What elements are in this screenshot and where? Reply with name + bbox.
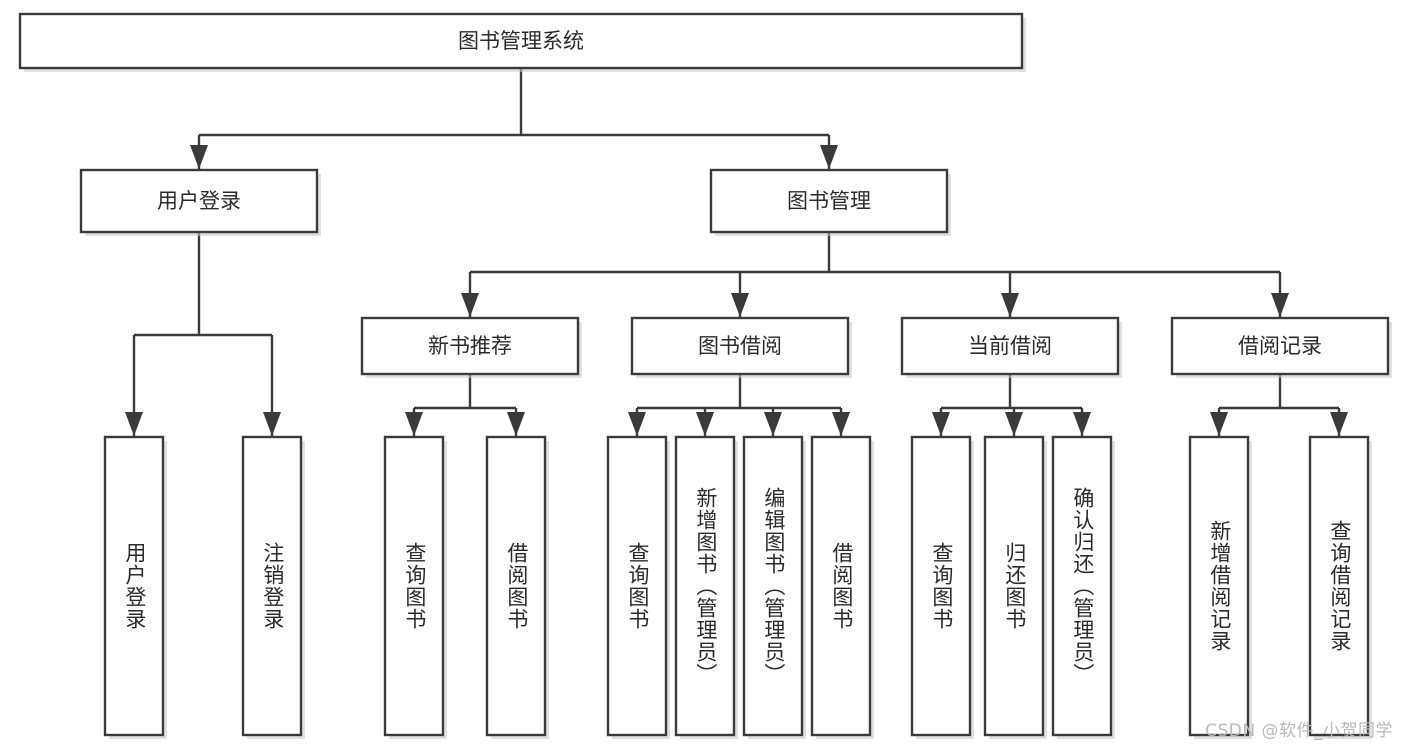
node-leaf-edit-book[interactable] bbox=[742, 435, 804, 737]
arrow-head-icon-borrow-record bbox=[1271, 293, 1289, 317]
node-leaf-user-login[interactable] bbox=[103, 435, 165, 737]
arrow-head-icon-leaf-user-login bbox=[125, 412, 143, 436]
node-label-borrow-record: 借阅记录 bbox=[1238, 334, 1322, 358]
arrow-head-icon-leaf-borrow-book bbox=[832, 412, 850, 436]
node-leaf-logout[interactable] bbox=[241, 435, 303, 737]
arrow-head-icon-leaf-query-record bbox=[1330, 412, 1348, 436]
arrow-head-icon-leaf-query-book-rec bbox=[405, 412, 423, 436]
arrow-head-icon-leaf-edit-book bbox=[764, 412, 782, 436]
node-new-book-recommend[interactable] bbox=[360, 316, 580, 376]
arrow-head-icon-book-manage bbox=[820, 145, 838, 169]
node-label-book-borrow: 图书借阅 bbox=[698, 334, 782, 358]
arrow-head-icon-leaf-return-book bbox=[1005, 412, 1023, 436]
arrow-head-icon-leaf-confirm-return bbox=[1073, 412, 1091, 436]
node-label-current-borrow: 当前借阅 bbox=[968, 334, 1052, 358]
node-leaf-confirm-return[interactable] bbox=[1051, 435, 1113, 737]
csdn-watermark: CSDN @软件_小贺同学 bbox=[1205, 721, 1393, 741]
arrow-head-icon-current-borrow bbox=[1001, 293, 1019, 317]
node-label-user-login: 用户登录 bbox=[157, 189, 241, 213]
node-leaf-borrow-book-rec[interactable] bbox=[485, 435, 547, 737]
node-label-new-book-recommend: 新书推荐 bbox=[428, 334, 512, 358]
node-leaf-query-book-rec[interactable] bbox=[383, 435, 445, 737]
node-user-login[interactable] bbox=[79, 168, 319, 234]
node-label-root: 图书管理系统 bbox=[458, 29, 584, 53]
node-current-borrow[interactable] bbox=[900, 316, 1120, 376]
node-book-manage[interactable] bbox=[709, 168, 949, 234]
node-leaf-add-book[interactable] bbox=[674, 435, 736, 737]
node-leaf-query-book-current[interactable] bbox=[910, 435, 972, 737]
arrow-head-icon-leaf-add-record bbox=[1210, 412, 1228, 436]
connector-layer bbox=[125, 68, 1348, 436]
node-root[interactable] bbox=[18, 12, 1024, 70]
node-leaf-add-record[interactable] bbox=[1188, 435, 1250, 737]
arrow-head-icon-leaf-add-book bbox=[696, 412, 714, 436]
node-label-book-manage: 图书管理 bbox=[787, 189, 871, 213]
arrow-head-icon-new-book-recommend bbox=[461, 293, 479, 317]
node-borrow-record[interactable] bbox=[1170, 316, 1390, 376]
arrow-head-icon-leaf-logout bbox=[263, 412, 281, 436]
node-leaf-query-record[interactable] bbox=[1308, 435, 1370, 737]
arrow-head-icon-leaf-query-book-current bbox=[932, 412, 950, 436]
node-layer bbox=[18, 12, 1392, 739]
arrow-head-icon-book-borrow bbox=[731, 293, 749, 317]
node-leaf-return-book[interactable] bbox=[983, 435, 1045, 737]
node-leaf-query-book-borrow[interactable] bbox=[606, 435, 668, 737]
arrow-head-icon-user-login bbox=[190, 145, 208, 169]
arrow-head-icon-leaf-query-book-borrow bbox=[628, 412, 646, 436]
node-book-borrow[interactable] bbox=[630, 316, 850, 376]
arrow-head-icon-leaf-borrow-book-rec bbox=[507, 412, 525, 436]
node-leaf-borrow-book[interactable] bbox=[810, 435, 872, 737]
